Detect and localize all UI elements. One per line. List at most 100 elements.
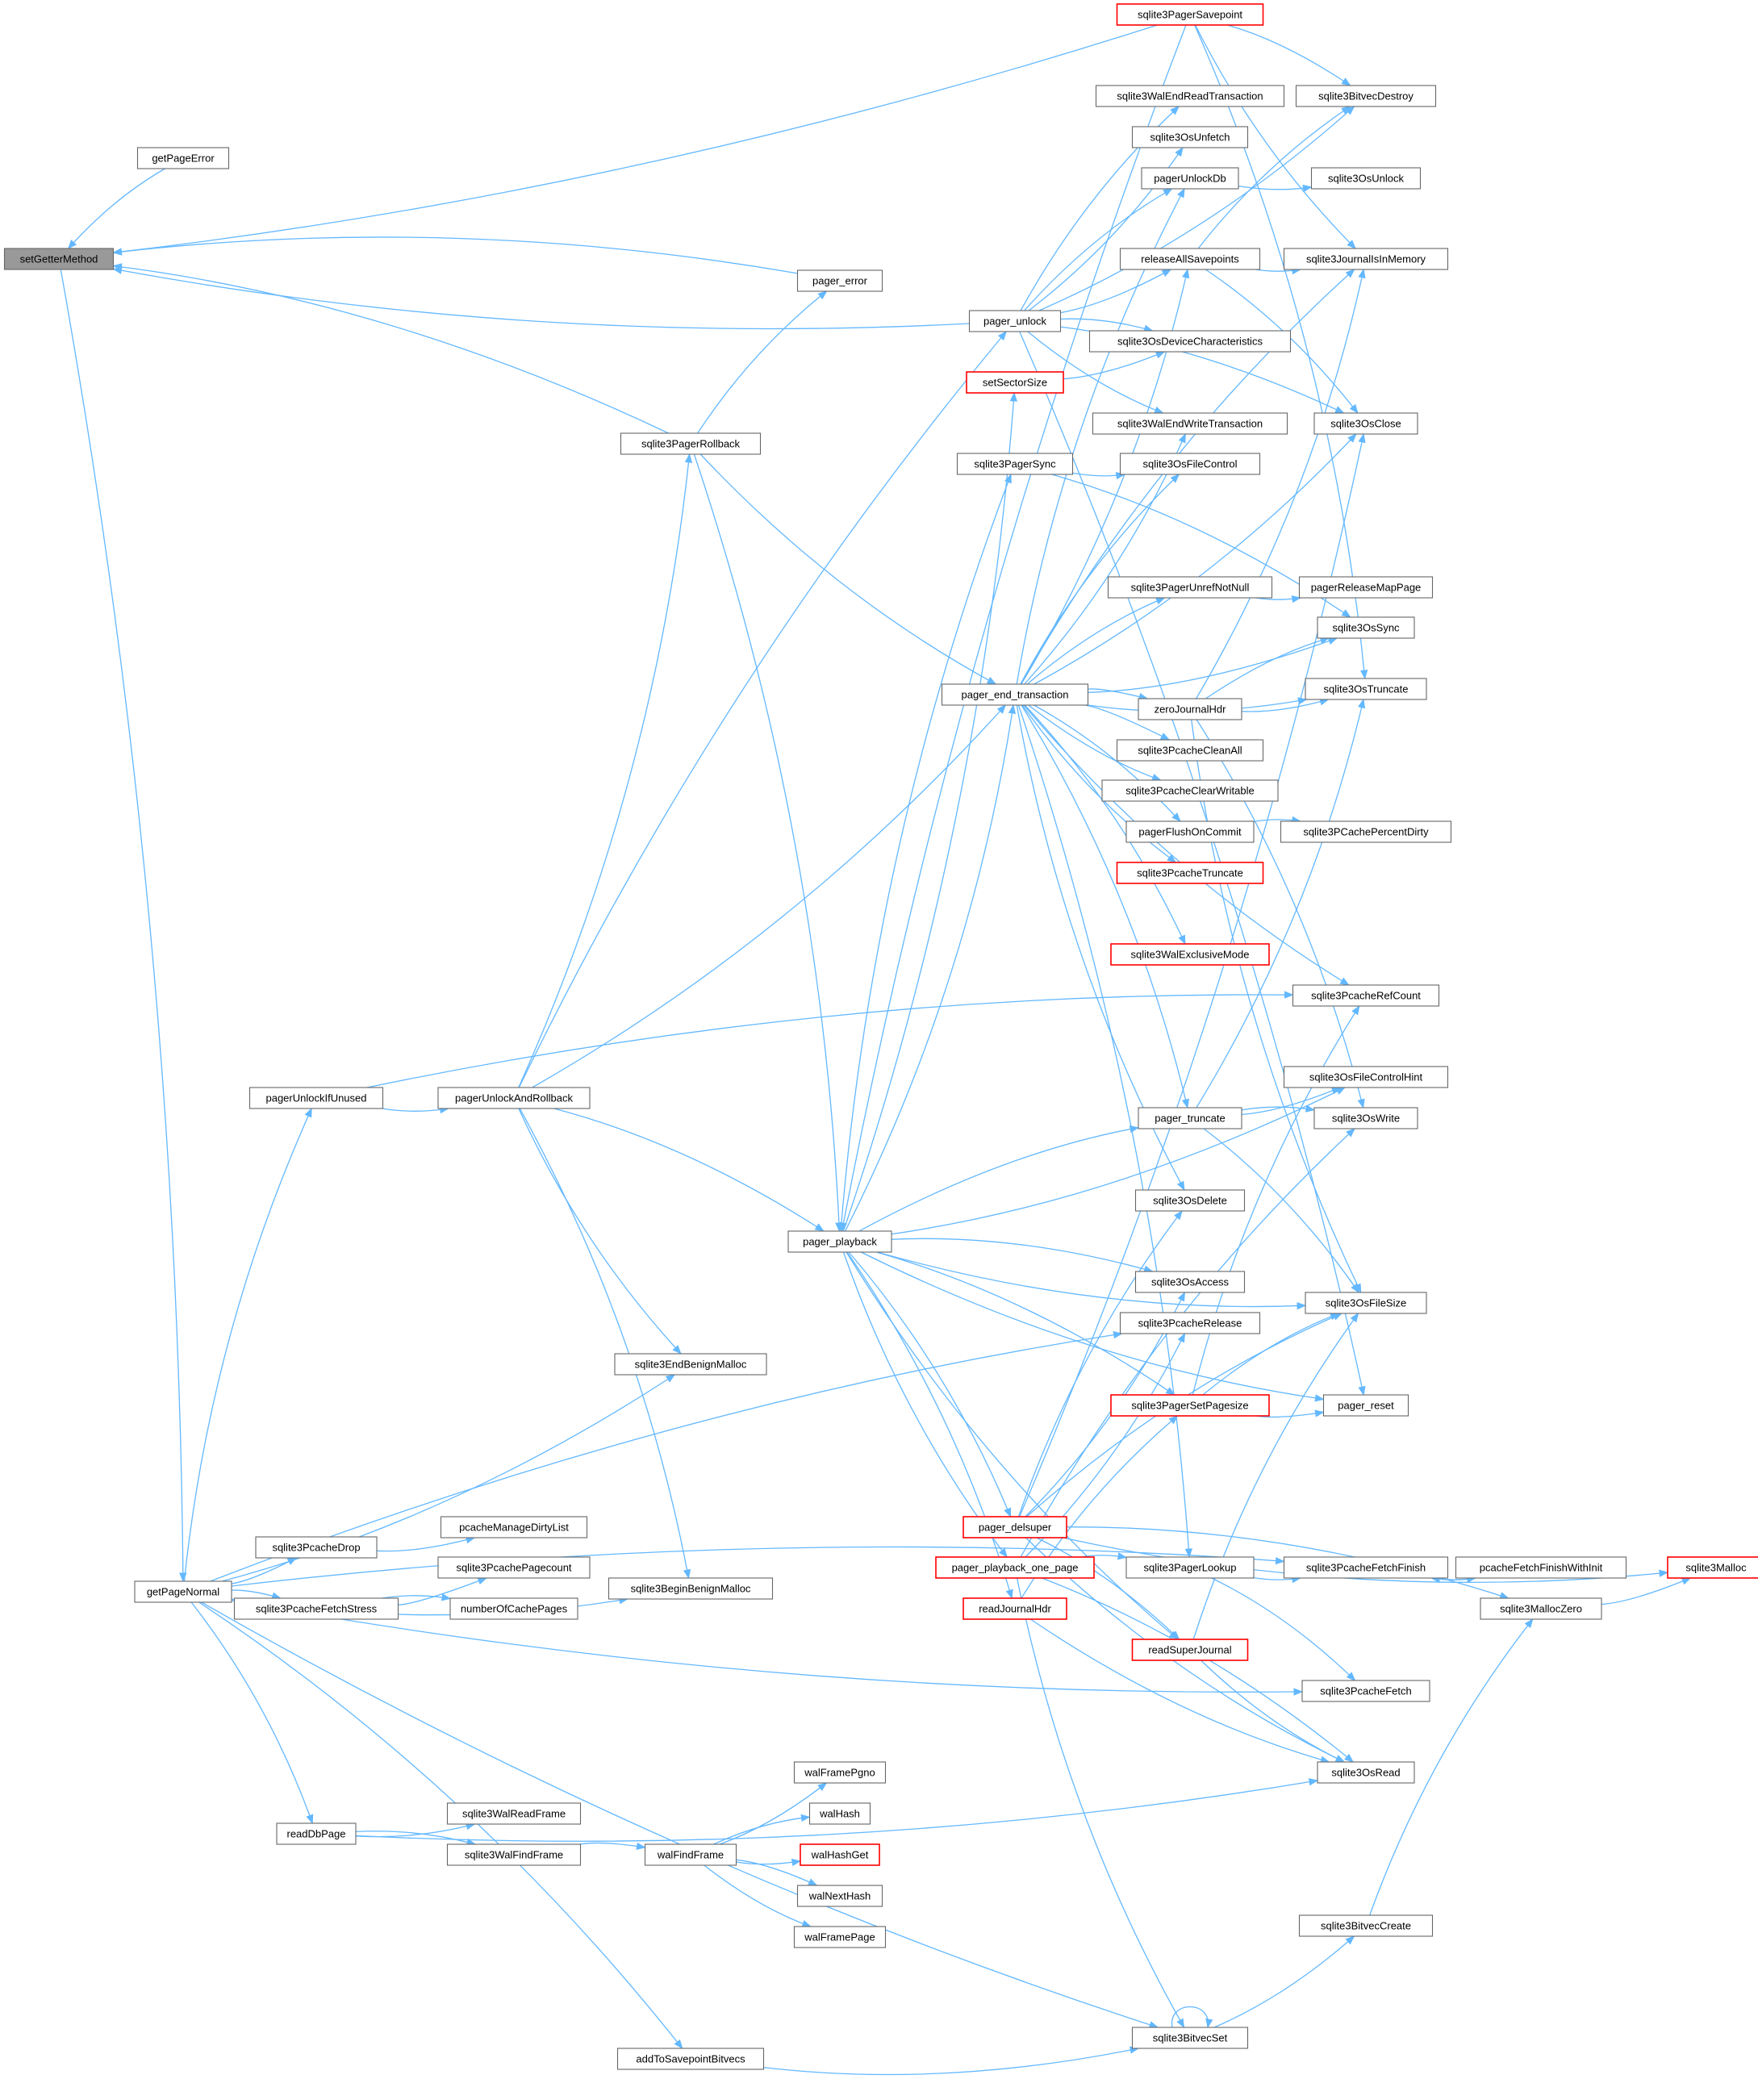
node-sqlite3PcacheFetchStress[interactable]: sqlite3PcacheFetchStress (233, 1597, 399, 1620)
node-box (1119, 453, 1261, 475)
node-sqlite3WalEndWriteTransaction[interactable]: sqlite3WalEndWriteTransaction (1092, 412, 1288, 435)
node-box (966, 371, 1064, 394)
node-pagerFlushOnCommit[interactable]: pagerFlushOnCommit (1125, 820, 1255, 843)
call-edge-walFindFrame-to-walHash (713, 1814, 811, 1845)
node-releaseAllSavepoints[interactable]: releaseAllSavepoints (1119, 248, 1261, 270)
node-sqlite3PcacheFetchFinish[interactable]: sqlite3PcacheFetchFinish (1283, 1556, 1449, 1579)
node-label: walFramePage (804, 1931, 875, 1943)
node-sqlite3PcacheFetch[interactable]: sqlite3PcacheFetch (1301, 1680, 1430, 1702)
node-pcacheManageDirtyList[interactable]: pcacheManageDirtyList (440, 1516, 588, 1538)
node-sqlite3OsTruncate[interactable]: sqlite3OsTruncate (1305, 678, 1427, 700)
node-sqlite3PagerSetPagesize[interactable]: sqlite3PagerSetPagesize (1110, 1394, 1270, 1417)
node-sqlite3BitvecDestroy[interactable]: sqlite3BitvecDestroy (1295, 85, 1437, 107)
node-sqlite3WalEndReadTransaction[interactable]: sqlite3WalEndReadTransaction (1095, 85, 1285, 107)
node-pager_delsuper[interactable]: pager_delsuper (963, 1516, 1067, 1538)
node-readDbPage[interactable]: readDbPage (276, 1822, 357, 1845)
node-readSuperJournal[interactable]: readSuperJournal (1131, 1639, 1249, 1661)
node-getPageError[interactable]: getPageError (136, 147, 230, 169)
node-sqlite3OsClose[interactable]: sqlite3OsClose (1313, 412, 1418, 435)
node-sqlite3PcacheDrop[interactable]: sqlite3PcacheDrop (255, 1536, 378, 1559)
node-pager_reset[interactable]: pager_reset (1322, 1394, 1409, 1417)
node-sqlite3PCachePercentDirty[interactable]: sqlite3PCachePercentDirty (1280, 820, 1452, 843)
node-sqlite3OsUnlock[interactable]: sqlite3OsUnlock (1310, 167, 1422, 190)
node-box (1138, 698, 1242, 720)
node-sqlite3PagerSync[interactable]: sqlite3PagerSync (956, 453, 1074, 475)
node-sqlite3EndBenignMalloc[interactable]: sqlite3EndBenignMalloc (614, 1353, 767, 1376)
node-box (1667, 1556, 1758, 1579)
node-sqlite3PcacheRelease[interactable]: sqlite3PcacheRelease (1119, 1312, 1261, 1334)
node-getPageNormal[interactable]: getPageNormal (134, 1580, 232, 1603)
node-sqlite3OsDelete[interactable]: sqlite3OsDelete (1134, 1189, 1246, 1212)
node-walHash[interactable]: walHash (808, 1802, 871, 1825)
node-pager_playback[interactable]: pager_playback (787, 1230, 892, 1253)
node-sqlite3PcacheClearWritable[interactable]: sqlite3PcacheClearWritable (1101, 779, 1279, 802)
node-sqlite3PagerUnrefNotNull[interactable]: sqlite3PagerUnrefNotNull (1107, 576, 1273, 599)
node-setSectorSize[interactable]: setSectorSize (966, 371, 1064, 394)
node-sqlite3WalExclusiveMode[interactable]: sqlite3WalExclusiveMode (1110, 943, 1270, 966)
call-edge-readDbPage-to-sqlite3OsRead (355, 1778, 1319, 1842)
node-box (935, 1556, 1095, 1579)
node-sqlite3BitvecSet[interactable]: sqlite3BitvecSet (1131, 2027, 1249, 2049)
call-edge-pager_end_transaction-to-sqlite3PcacheCleanAll (1084, 704, 1171, 741)
node-box (1298, 1914, 1434, 1937)
node-sqlite3PagerRollback[interactable]: sqlite3PagerRollback (620, 432, 762, 455)
node-pager_playback_one_page[interactable]: pager_playback_one_page (935, 1556, 1095, 1579)
node-sqlite3PcacheTruncate[interactable]: sqlite3PcacheTruncate (1116, 862, 1264, 884)
node-label: sqlite3BitvecDestroy (1318, 90, 1413, 102)
node-sqlite3OsFileControlHint[interactable]: sqlite3OsFileControlHint (1283, 1066, 1449, 1088)
call-edge-sqlite3PagerLookup-to-sqlite3PcacheFetchFinish (1253, 1576, 1301, 1584)
node-walFramePgno[interactable]: walFramePgno (793, 1761, 887, 1784)
node-pager_unlock[interactable]: pager_unlock (968, 310, 1062, 332)
node-sqlite3MallocZero[interactable]: sqlite3MallocZero (1480, 1597, 1602, 1620)
node-numberOfCachePages[interactable]: numberOfCachePages (449, 1597, 578, 1620)
node-pcacheFetchFinishWithInit[interactable]: pcacheFetchFinishWithInit (1455, 1556, 1627, 1579)
node-sqlite3OsSync[interactable]: sqlite3OsSync (1317, 616, 1415, 639)
node-walFramePage[interactable]: walFramePage (793, 1926, 887, 1948)
node-box (1092, 412, 1288, 435)
node-sqlite3JournalIsInMemory[interactable]: sqlite3JournalIsInMemory (1283, 248, 1449, 270)
node-label: sqlite3PagerSavepoint (1138, 9, 1242, 21)
node-sqlite3WalReadFrame[interactable]: sqlite3WalReadFrame (446, 1802, 582, 1825)
node-sqlite3Malloc[interactable]: sqlite3Malloc (1667, 1556, 1758, 1579)
node-sqlite3PcachePagecount[interactable]: sqlite3PcachePagecount (437, 1556, 591, 1579)
node-sqlite3OsRead[interactable]: sqlite3OsRead (1317, 1761, 1415, 1784)
node-label: getPageNormal (147, 1586, 219, 1598)
node-walNextHash[interactable]: walNextHash (796, 1885, 883, 1907)
node-pagerReleaseMapPage[interactable]: pagerReleaseMapPage (1298, 576, 1434, 599)
node-sqlite3WalFindFrame[interactable]: sqlite3WalFindFrame (446, 1843, 582, 1866)
node-walFindFrame[interactable]: walFindFrame (644, 1843, 737, 1866)
node-box (1455, 1556, 1627, 1579)
node-walHashGet[interactable]: walHashGet (800, 1843, 880, 1866)
call-edge-pager_unlock-to-pagerUnlockDb (1024, 188, 1173, 311)
node-sqlite3OsFileControl[interactable]: sqlite3OsFileControl (1119, 453, 1261, 475)
node-sqlite3OsDeviceCharacteristics[interactable]: sqlite3OsDeviceCharacteristics (1088, 330, 1292, 353)
node-pager_end_transaction[interactable]: pager_end_transaction (941, 683, 1089, 706)
node-pager_truncate[interactable]: pager_truncate (1138, 1107, 1242, 1129)
node-pagerUnlockAndRollback[interactable]: pagerUnlockAndRollback (437, 1087, 591, 1109)
node-pagerUnlockDb[interactable]: pagerUnlockDb (1141, 167, 1239, 190)
node-sqlite3OsAccess[interactable]: sqlite3OsAccess (1134, 1271, 1246, 1293)
node-sqlite3OsFileSize[interactable]: sqlite3OsFileSize (1305, 1292, 1427, 1314)
call-edge-pager_delsuper-to-sqlite3Malloc (1063, 1537, 1669, 1584)
node-sqlite3PcacheRefCount[interactable]: sqlite3PcacheRefCount (1292, 984, 1440, 1007)
node-sqlite3PagerLookup[interactable]: sqlite3PagerLookup (1125, 1556, 1255, 1579)
node-readJournalHdr[interactable]: readJournalHdr (963, 1597, 1067, 1620)
node-sqlite3PcacheCleanAll[interactable]: sqlite3PcacheCleanAll (1116, 739, 1264, 762)
node-sqlite3PagerSavepoint[interactable]: sqlite3PagerSavepoint (1116, 3, 1264, 26)
node-pagerUnlockIfUnused[interactable]: pagerUnlockIfUnused (248, 1087, 384, 1109)
node-sqlite3OsWrite[interactable]: sqlite3OsWrite (1313, 1107, 1418, 1129)
node-box (941, 683, 1089, 706)
node-label: pagerUnlockIfUnused (265, 1092, 366, 1104)
node-zeroJournalHdr[interactable]: zeroJournalHdr (1138, 698, 1242, 720)
node-pager_error[interactable]: pager_error (796, 269, 883, 292)
node-addToSavepointBitvecs[interactable]: addToSavepointBitvecs (616, 2048, 765, 2070)
call-edge-pager_end_transaction-to-sqlite3OsFileControl (1020, 474, 1180, 685)
node-label: sqlite3PagerUnrefNotNull (1131, 582, 1250, 594)
call-edge-pager_unlock-to-setGetterMethod (112, 266, 970, 330)
node-sqlite3BitvecCreate[interactable]: sqlite3BitvecCreate (1298, 1914, 1434, 1937)
node-setGetterMethod[interactable]: setGetterMethod (3, 248, 115, 270)
node-sqlite3BeginBenignMalloc[interactable]: sqlite3BeginBenignMalloc (608, 1577, 774, 1600)
node-box (796, 269, 883, 292)
call-edge-pager_playback-to-sqlite3OsFileControlHint (891, 1087, 1346, 1235)
node-sqlite3OsUnfetch[interactable]: sqlite3OsUnfetch (1131, 126, 1249, 148)
